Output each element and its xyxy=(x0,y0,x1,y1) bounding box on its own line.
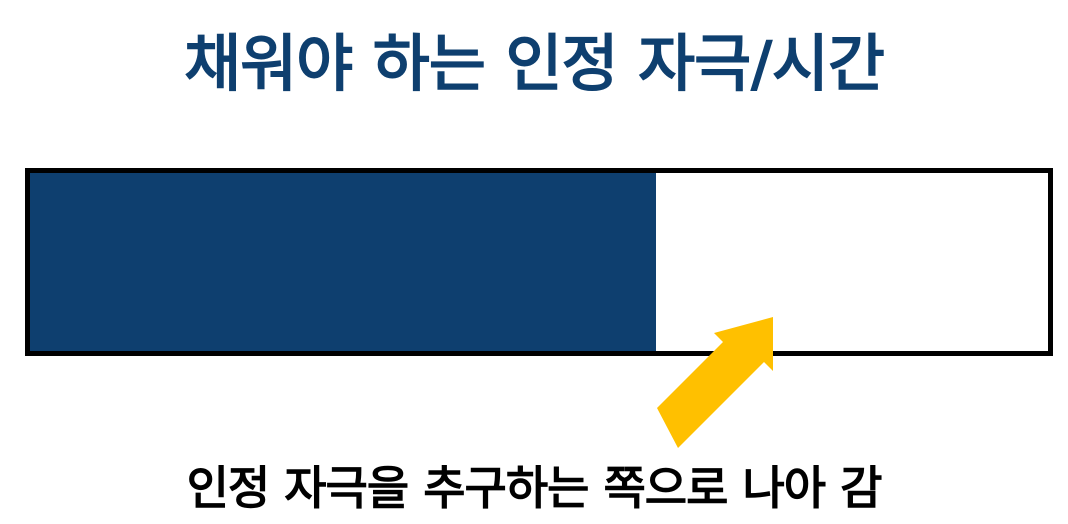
arrow-shape xyxy=(657,317,773,448)
caption-text: 인정 자극을 추구하는 쪽으로 나아 감 xyxy=(186,461,883,515)
progress-bar-fill xyxy=(30,173,657,351)
progress-bar xyxy=(25,168,1053,356)
diagram-title: 채워야 하는 인정 자극/시간 xyxy=(184,27,885,100)
arrow-up-right-icon xyxy=(657,317,773,448)
